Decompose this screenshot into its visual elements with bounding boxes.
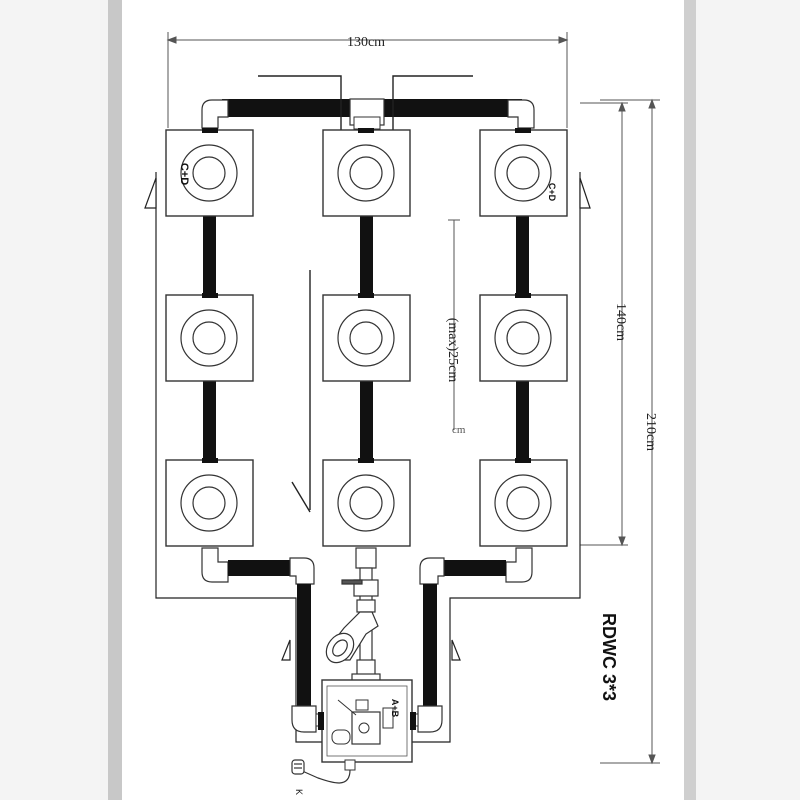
power-cable [291, 759, 351, 784]
bucket-r3c1 [165, 458, 254, 547]
bucket-r1c2 [322, 128, 411, 217]
reservoir-inlet [351, 659, 381, 683]
left-side-bar [108, 0, 122, 800]
depth-dimension-label: 140cm [613, 303, 628, 341]
top-manifold [201, 98, 535, 130]
total-depth-dimension [600, 98, 660, 765]
cable-label: K [294, 789, 304, 795]
depth-dimension [580, 101, 628, 547]
spacing-dimension [448, 219, 460, 430]
bucket-r2c2 [322, 293, 411, 382]
bucket-top-right-label: C+D [547, 183, 557, 202]
bucket-r3c2 [322, 458, 411, 547]
control-reservoir [318, 679, 416, 771]
right-side-bar [684, 0, 696, 800]
bucket-top-left-label: C+D [178, 163, 190, 185]
system-title: RDWC 3*3 [599, 613, 619, 701]
reservoir-label: A+B [390, 699, 400, 718]
column-pipes [203, 216, 529, 461]
flow-arrows [291, 270, 311, 513]
width-dimension [166, 32, 569, 128]
bucket-r2c3 [479, 293, 568, 382]
bucket-r3c3 [479, 458, 568, 547]
bucket-r2c1 [165, 293, 254, 382]
spacing-unit-fragment: cm [452, 424, 466, 436]
width-dimension-label: 130cm [347, 35, 385, 50]
bottom-manifold [201, 547, 533, 733]
total-depth-dimension-label: 210cm [643, 413, 658, 451]
bucket-r1c1 [165, 128, 254, 217]
spacing-dimension-label: (max)25cm [445, 318, 460, 383]
bucket-r1c3 [479, 128, 568, 217]
outer-frame [144, 172, 591, 743]
y-strainer [325, 611, 379, 664]
